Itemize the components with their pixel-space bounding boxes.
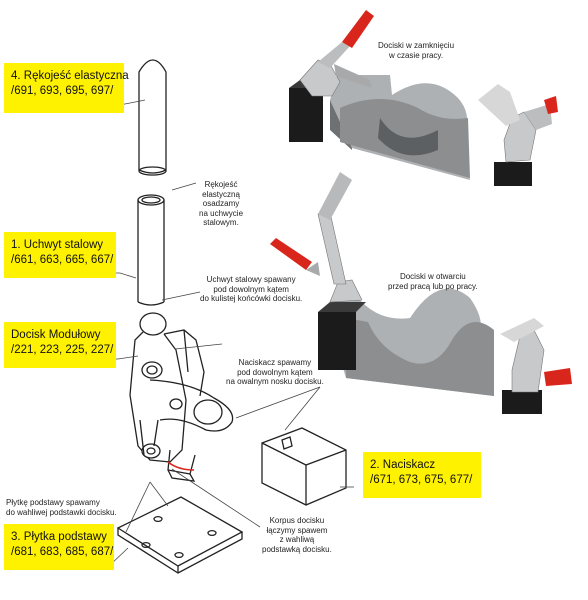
plate-weld-note-line: Płytkę podstawy spawamy bbox=[6, 498, 100, 507]
closed-note: Dociski w zamknięciu w czasie pracy. bbox=[378, 41, 454, 60]
body-weld-note-line: łączymy spawem bbox=[266, 525, 328, 535]
steel-handle-part bbox=[137, 194, 165, 306]
open-note: Dociski w otwarciu przed pracą lub po pr… bbox=[388, 272, 478, 291]
base-label: 3. Płytka podstawy /681, 683, 685, 687/ bbox=[4, 524, 114, 570]
steel-weld-note: Uchwyt stalowy spawany pod dowolnym kąte… bbox=[200, 275, 302, 304]
body-weld-note-line: z wahliwą bbox=[279, 535, 315, 544]
leader-lines bbox=[5, 99, 354, 566]
plate-weld-note-line: do wahliwej podstawki docisku. bbox=[6, 507, 117, 517]
body-weld-note-line: podstawką docisku. bbox=[262, 544, 332, 554]
elastic-grip-part bbox=[138, 59, 167, 176]
steel-weld-note-line: Uchwyt stalowy spawany bbox=[206, 275, 296, 284]
steel-handle-label-title: 1. Uchwyt stalowy bbox=[11, 239, 104, 251]
base-plate-part bbox=[116, 496, 244, 574]
plate-weld-note: Płytkę podstawy spawamy do wahliwej pods… bbox=[6, 498, 117, 517]
open-note-line: Dociski w otwarciu bbox=[399, 272, 466, 281]
handle-label: 4. Rękojeść elastyczna /691, 693, 695, 6… bbox=[4, 63, 129, 113]
body-weld-note-line: Korpus docisku bbox=[269, 516, 325, 525]
handle-label-title: 4. Rękojeść elastyczna bbox=[11, 70, 129, 82]
base-label-title: 3. Płytka podstawy bbox=[11, 531, 107, 543]
grip-note-line: osadzamy bbox=[202, 199, 240, 208]
open-clamps-photo bbox=[270, 172, 572, 414]
modular-clamp-part bbox=[129, 312, 234, 482]
press-weld-note-line: Naciskacz spawamy bbox=[238, 358, 312, 367]
press-weld-note: Naciskacz spawamy pod dowolnym kątem na … bbox=[226, 358, 324, 387]
press-weld-note-line: na owalnym nosku docisku. bbox=[226, 377, 324, 386]
press-block-part bbox=[261, 427, 347, 506]
closed-clamps-photo bbox=[289, 10, 558, 186]
press-label: 2. Naciskacz /671, 673, 675, 677/ bbox=[363, 452, 481, 498]
press-weld-note-line: pod dowolnym kątem bbox=[237, 367, 313, 377]
open-note-line: przed pracą lub po pracy. bbox=[388, 281, 478, 291]
closed-note-line: Dociski w zamknięciu bbox=[378, 41, 455, 50]
steel-handle-label: 1. Uchwyt stalowy /661, 663, 665, 667/ bbox=[4, 232, 116, 278]
exploded-clamp-drawing bbox=[116, 59, 347, 574]
steel-weld-note-line: do kulistej końcówki docisku. bbox=[200, 294, 303, 303]
base-label-codes: /681, 683, 685, 687/ bbox=[11, 546, 114, 558]
body-weld-note: Korpus docisku łączymy spawem z wahliwą … bbox=[262, 516, 332, 554]
closed-note-line: w czasie pracy. bbox=[388, 50, 444, 60]
grip-note-line: Rękojeść bbox=[204, 180, 238, 189]
grip-note-line: na uchwycie bbox=[199, 208, 244, 218]
grip-note-line: elastyczną bbox=[202, 189, 240, 199]
steel-handle-label-codes: /661, 663, 665, 667/ bbox=[11, 254, 114, 266]
handle-label-codes: /691, 693, 695, 697/ bbox=[11, 85, 114, 97]
press-label-title: 2. Naciskacz bbox=[370, 459, 436, 471]
clamp-label-codes: /221, 223, 225, 227/ bbox=[11, 344, 114, 356]
steel-weld-note-line: pod dowolnym kątem bbox=[213, 284, 289, 294]
press-label-codes: /671, 673, 675, 677/ bbox=[370, 474, 473, 486]
clamp-label-title: Docisk Modułowy bbox=[11, 329, 101, 341]
grip-note: Rękojeść elastyczną osadzamy na uchwycie… bbox=[199, 180, 243, 228]
grip-note-line: stalowym. bbox=[203, 218, 239, 227]
clamp-label: Docisk Modułowy /221, 223, 225, 227/ bbox=[4, 322, 116, 368]
